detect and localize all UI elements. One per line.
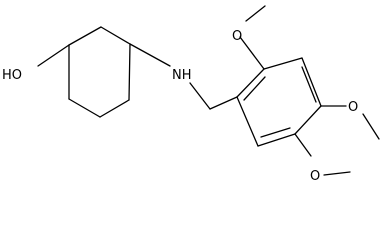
double-bond xyxy=(260,127,291,138)
methoxy-top-o: O xyxy=(232,29,242,44)
bond-methyl-top xyxy=(245,5,266,22)
bond xyxy=(68,26,102,46)
bond xyxy=(236,68,265,98)
bond xyxy=(68,98,101,118)
bond-ring-to-amine xyxy=(129,43,171,67)
bond-methyl-right xyxy=(362,113,380,140)
benzene-ring xyxy=(236,57,322,147)
bond-o-bottom xyxy=(294,133,312,157)
bond xyxy=(128,43,131,101)
bond-methyl-bottom xyxy=(323,171,351,176)
bond xyxy=(263,57,303,70)
bond-amine-to-ch2 xyxy=(189,82,211,110)
double-bond xyxy=(301,66,317,103)
bond xyxy=(100,26,131,45)
bond xyxy=(99,99,130,118)
bond xyxy=(257,133,296,147)
bond-ch2-to-benzene xyxy=(209,96,238,110)
methoxy-bottom-o: O xyxy=(310,169,320,184)
bond xyxy=(294,105,322,135)
amine-label: NH xyxy=(172,68,192,83)
methoxy-right-o: O xyxy=(348,100,358,115)
bond-hydroxyl xyxy=(37,44,70,67)
cyclohexane-ring xyxy=(68,26,131,118)
bond xyxy=(301,57,322,107)
double-bond xyxy=(243,76,266,101)
chemical-structure: HO NH O O O xyxy=(2,5,380,184)
hydroxyl-label: HO xyxy=(2,68,22,83)
bond-o-top xyxy=(239,36,265,70)
bond xyxy=(236,96,259,147)
